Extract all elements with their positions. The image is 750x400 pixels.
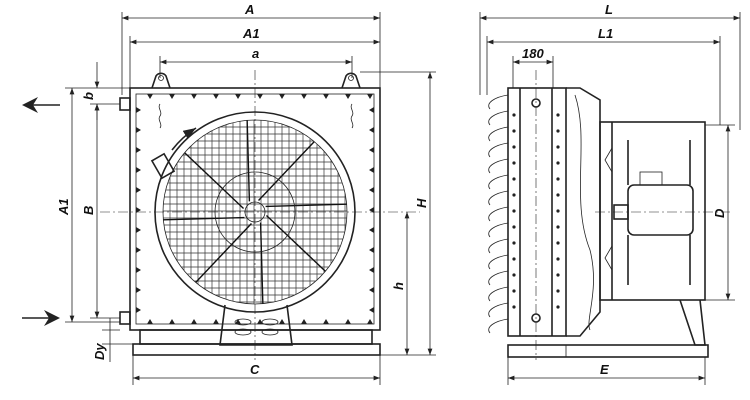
chain-left	[158, 103, 162, 129]
dim-label-C: C	[250, 362, 260, 377]
base-plate	[132, 343, 381, 356]
fan-stand	[219, 304, 293, 346]
outlet-flow-arrow	[22, 97, 60, 113]
front-view: A A1 a	[22, 2, 436, 385]
dim-label-180: 180	[522, 46, 544, 61]
dim-label-B: B	[81, 206, 96, 215]
dim-label-E: E	[600, 362, 609, 377]
dim-label-A1-side: A1	[56, 198, 71, 216]
dim-label-H: H	[414, 198, 429, 208]
side-base	[507, 344, 709, 358]
lifting-eye-left	[151, 72, 171, 89]
dim-label-h: h	[391, 282, 406, 290]
flow-direction-up	[604, 146, 613, 174]
side-view: L L1 180	[479, 2, 741, 385]
inlet-pipe	[119, 97, 131, 111]
inlet-flow-arrow	[22, 310, 60, 326]
dim-label-A1-top: A1	[242, 26, 260, 41]
dim-label-L1: L1	[598, 26, 613, 41]
motor-terminal-box	[150, 152, 176, 180]
rotation-arrow	[171, 127, 197, 151]
support-leg	[679, 299, 706, 346]
louver-blades	[488, 94, 509, 334]
dim-label-Dy: Dy	[92, 343, 107, 360]
dim-label-D: D	[712, 208, 727, 218]
motor	[627, 184, 694, 236]
dim-label-A: A	[244, 2, 254, 17]
outlet-pipe	[119, 311, 131, 325]
motor-terminal	[639, 171, 663, 186]
lifting-eye-right	[341, 72, 361, 89]
dim-label-L: L	[605, 2, 613, 17]
frame-bolts	[136, 94, 374, 324]
chain-right	[350, 103, 354, 129]
fan-housing	[566, 87, 601, 337]
flow-direction-down	[604, 244, 613, 272]
fan-shroud	[599, 121, 706, 301]
coil-fasteners	[512, 113, 560, 309]
base-frame	[139, 329, 373, 345]
dim-label-b: b	[81, 92, 96, 100]
dim-label-a: a	[252, 46, 259, 61]
heat-exchanger-coil	[507, 87, 567, 337]
